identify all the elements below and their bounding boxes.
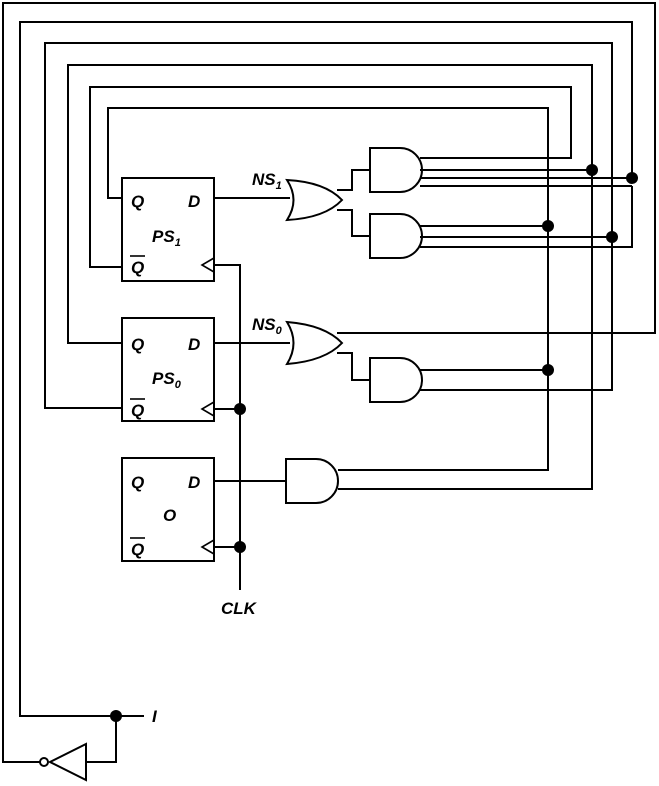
- inverter-bubble: [39, 757, 49, 767]
- out-qbar-pin: Q: [131, 540, 144, 559]
- ns0-label: NS0: [252, 315, 283, 337]
- wire-input-i: [19, 21, 633, 717]
- ps0-clock-triangle: [200, 401, 215, 417]
- or-gate-ns0: [285, 320, 344, 366]
- ps1-d-pin: D: [188, 192, 200, 211]
- wire-ps0-qbar: [44, 42, 613, 409]
- out-d-pin: D: [188, 473, 200, 492]
- ps0-d-pin: D: [188, 335, 200, 354]
- junction-dot: [110, 710, 122, 722]
- ps1-qbar-pin: Q: [131, 258, 144, 277]
- flipflop-output: Q D Q O: [121, 457, 215, 562]
- ns1-label: NS1: [252, 170, 282, 192]
- inverter-gate: [47, 742, 87, 782]
- ps0-qbar-pin: Q: [131, 401, 144, 420]
- wire-input-to-inverter: [86, 716, 117, 763]
- wire-and-mid-in3: [420, 186, 633, 248]
- ps1-q-pin: Q: [131, 192, 144, 211]
- and-gate-middle: [369, 213, 423, 259]
- flipflop-ps1: Q D Q PS1: [121, 177, 215, 282]
- junction-dot: [234, 541, 246, 553]
- wire-ps1-qbar: [89, 86, 572, 268]
- junction-dot: [542, 364, 554, 376]
- ps1-label: PS1: [152, 227, 181, 249]
- ps0-label: PS0: [152, 369, 182, 391]
- ps1-clock-triangle: [200, 257, 215, 273]
- wire-and-low-in2: [420, 237, 613, 391]
- out-clock-triangle: [200, 539, 215, 555]
- junction-dot: [606, 231, 618, 243]
- and-gate-lower: [369, 357, 423, 403]
- or-gate-ns1: [285, 178, 344, 222]
- junction-dot: [542, 220, 554, 232]
- wire-ps0-q: [67, 64, 593, 490]
- and-gate-output: [285, 458, 339, 504]
- wire-or0-in-b: [337, 352, 370, 381]
- junction-dot: [234, 403, 246, 415]
- wire-ps1-q: [107, 107, 549, 471]
- input-i-label: I: [152, 707, 158, 726]
- out-label: O: [163, 506, 176, 525]
- ps0-q-pin: Q: [131, 335, 144, 354]
- wire-or0-in-a: [2, 2, 656, 763]
- wire-or1-in-b: [337, 209, 370, 237]
- and-gate-top: [369, 147, 423, 193]
- out-q-pin: Q: [131, 473, 144, 492]
- flipflop-ps0: Q D Q PS0: [121, 317, 215, 422]
- wire-or1-in-a: [337, 169, 370, 191]
- junction-dot: [626, 172, 638, 184]
- wire-clock: [214, 264, 241, 590]
- clk-label: CLK: [221, 599, 258, 618]
- junction-dot: [586, 164, 598, 176]
